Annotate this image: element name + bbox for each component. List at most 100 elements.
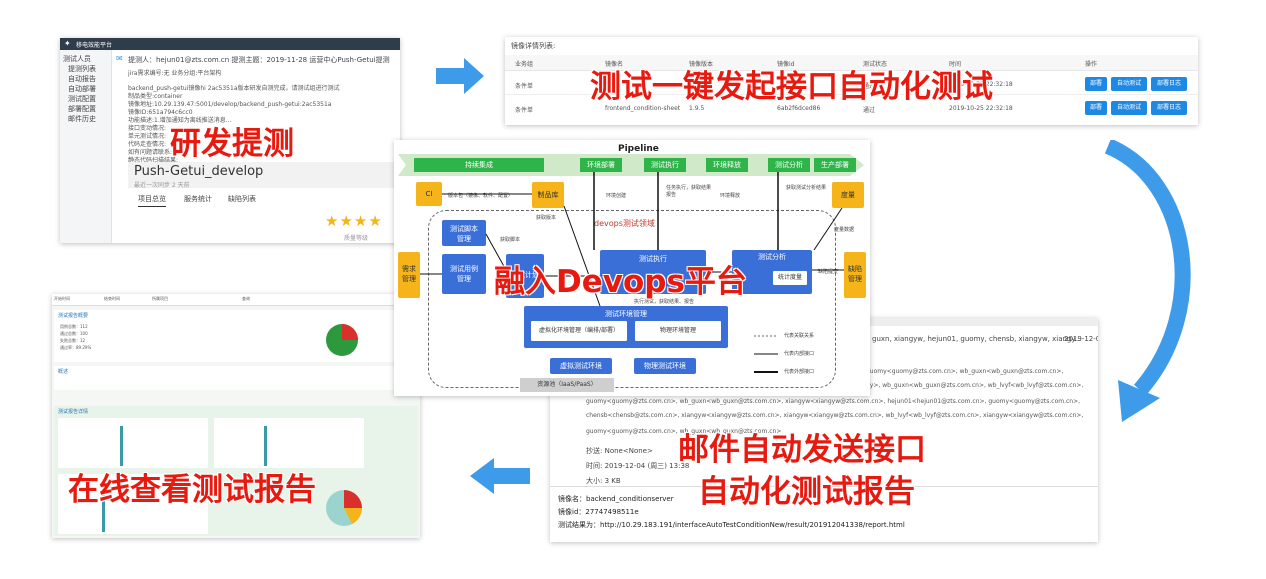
phys-env-box: 物理环境管理 [634,320,722,342]
project-sync: 最近一次同步 2 天前 [134,182,190,189]
section-title: 测试报告详情 [58,409,89,415]
filter-query-button[interactable]: 查询 [242,296,250,301]
summary-pie-chart [326,324,358,356]
cell: 1.9.5 [689,81,705,88]
deploy-button[interactable]: 部署 [1085,101,1107,115]
case-mgmt-box: 测试用例 管理 [442,254,486,294]
stage-ci: 持续集成 [414,158,544,172]
sidebar-item-auto-report[interactable]: 自动报告 [68,75,96,83]
mail-recipients-top: guxn, xiangyw, hejun01, guomy, chensb, x… [872,335,1082,343]
deploy-log-button[interactable]: 部署日志 [1151,101,1187,115]
project-name: Push-Getui_develop [134,164,264,179]
legend-external: 代表外部接口 [784,369,815,375]
title-auto-test: 测试一键发起接口自动化测试 [590,69,993,105]
sidebar-item-mail-history[interactable]: 邮件历史 [68,115,96,123]
sidebar-item-deploy-config[interactable]: 部署配置 [68,105,96,113]
virt-env-box: 虚拟化环境管理（编排/部署） [530,320,628,342]
pipeline-diagram: Pipeline 持续集成 环境部署 测试执行 环境释放 测试分析 生产部署 C… [394,140,870,396]
auto-test-button[interactable]: 自动测试 [1111,101,1147,115]
tab-service-stats[interactable]: 服务统计 [184,195,212,203]
tab-defects[interactable]: 缺陷列表 [228,195,256,203]
bar-chart-panel [58,418,208,468]
filter-end[interactable]: 结束时间 [104,296,120,301]
mail-date-top: 2019-12-0 [1064,335,1098,343]
col-header: 镜像名 [605,61,624,68]
label-metric-data: 度量数据 [834,227,855,233]
deploy-button[interactable]: 部署 [1085,77,1107,91]
sidebar-item-auto-deploy[interactable]: 自动部署 [68,85,96,93]
mail-recipient-line: guomy<guomy@zts.com.cn>, wb_guxn<wb_guxn… [586,428,782,435]
artifact-box: 制品库 [532,182,564,208]
defect-box: 缺陷 管理 [844,252,866,298]
mirror-table-header: 业务组 镜像名 镜像版本 镜像id 测试状态 时间 操作 [505,55,1198,71]
label-get-script: 获取脚本 [500,237,521,243]
auto-test-button[interactable]: 自动测试 [1111,77,1147,91]
col-header: 镜像id [777,61,795,68]
section-title: 概述 [58,369,69,375]
body-line: 镜像ID:651a794c6cc0 [128,109,193,116]
mail-icon: ✉ [116,54,123,63]
body-line: jira需求编号:无 业务分组:平台架构 [128,70,222,77]
stat-line: 通过总数：100 [60,331,88,336]
body-line: 接口变动情况: [128,125,167,132]
stat-box: 统计度量 [772,270,808,286]
stat-line: 用例总数：112 [60,324,88,329]
pipeline-connectors [420,172,844,373]
label-defect-submit: 缺陷提交 [818,269,839,275]
title-develop: 研发提测 [170,126,294,162]
filter-project[interactable]: 所属项目 [152,296,168,301]
arrow-left-icon [470,458,530,494]
dev-sidebar: 测试人员 提测列表 自动报告 自动部署 测试配置 部署配置 邮件历史 [60,50,112,243]
plan-box: 测试计划 [506,254,544,298]
mail-mirror-id: 镜像id：27747498511e [558,508,639,516]
bar-chart-panel [214,418,364,468]
stage-env-release: 环境释放 [706,158,748,172]
report-overview-section: 概述 [54,366,418,390]
pipeline-title: Pipeline [618,144,659,154]
devops-domain-border [428,210,836,388]
stage-env-deploy: 环境部署 [580,158,622,172]
mail-cc: 抄送: None<None> [586,447,653,455]
mail-divider [550,486,1098,487]
filter-start[interactable]: 开始时间 [54,296,70,301]
dev-panel: ✦ 移电效能平台 测试人员 提测列表 自动报告 自动部署 测试配置 部署配置 邮… [60,38,400,243]
cell: 6ab2f6dced86 [777,105,821,112]
report-summary-section: 测试报告概要 用例总数：112 通过总数：100 失败总数：12 通过率：89.… [54,310,418,362]
label-env-create: 环境创建 [606,193,627,199]
chart-bar [264,426,267,466]
col-header: 时间 [949,61,962,68]
tab-overview[interactable]: 项目总览 [138,194,166,207]
sidebar-item-submit-list[interactable]: 提测列表 [68,65,96,73]
body-line: 单元测试情况: [128,133,167,140]
virt-test-env-box: 虚拟测试环境 [550,358,612,374]
label-get-result: 获取测试分析结果 [786,185,827,191]
resource-pool-box: 资源池（IaaS/PaaS） [520,378,614,392]
title-devops: 融入Devops平台 [494,264,747,300]
mail-recipient-line: guomy<guomy@zts.com.cn>, wb_guxn<wb_guxn… [586,398,1081,405]
mail-mirror-name: 镜像名：backend_conditionserver [558,495,674,503]
report-detail-section: 测试报告详情 [54,406,418,536]
detail-pie-chart [326,490,362,526]
section-title: 测试报告概要 [58,313,89,319]
sidebar-item-test-config[interactable]: 测试配置 [68,95,96,103]
mail-time: 时间: 2019-12-04 (周三) 13:38 [586,462,690,470]
title-mail-line2: 自动化测试报告 [698,474,915,510]
app-title: 移电效能平台 [76,42,113,49]
table-row: 条件单 1.9.5 通过 2019-10-25 22:32:18 部署 自动测试… [505,73,1198,95]
project-card[interactable]: Push-Getui_develop 最近一次同步 2 天前 [128,162,396,189]
mail-report-url[interactable]: 测试结果为：http://10.29.183.191/interfaceAuto… [558,521,905,529]
mail-recipient-line: chensb<chensb@zts.com.cn>, xiangyw<xiang… [586,412,1084,419]
sidebar-item-testers[interactable]: 测试人员 [63,55,91,63]
phys-test-env-box: 物理测试环境 [634,358,696,374]
mail-recipient-line: ny>, wb_guxn<wb_guxn@zts.com.cn>, wb_lvy… [866,382,1084,389]
report-panel: 开始时间 结束时间 所属项目 查询 测试报告概要 用例总数：112 通过总数：1… [52,294,420,538]
col-header: 操作 [1085,61,1098,68]
title-online: 在线查看测试报告 [68,472,316,508]
deploy-log-button[interactable]: 部署日志 [1151,77,1187,91]
chart-bar [102,480,105,532]
report-filter-bar: 开始时间 结束时间 所属项目 查询 [52,294,420,306]
body-line: 制品类型:container [128,93,183,100]
mail-size: 大小: 3 KB [586,477,621,485]
label-get-version: 获取版本 [536,215,557,221]
body-line: 代码走查情况: [128,141,167,148]
